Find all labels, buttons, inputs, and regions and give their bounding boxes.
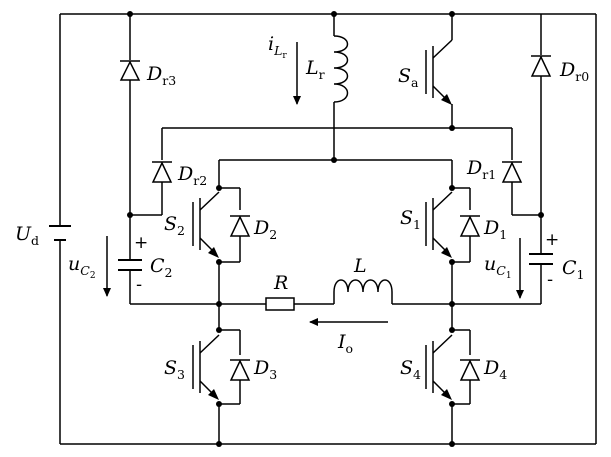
wires [59,13,597,445]
resistor-r [265,297,295,311]
c2-minus-sign: - [136,275,142,295]
label-uc2: uC2 [68,253,96,281]
label-dr1: Dr1 [466,157,496,182]
label-c1: C1 [562,257,585,282]
diode-d4 [459,359,481,381]
label-dr3: Dr3 [146,63,176,88]
dc-source-ud [49,225,71,241]
label-io: Io [337,331,353,356]
label-lr: Lr [305,57,325,82]
igbt-s2 [192,191,220,258]
c1-plus-sign: + [545,230,559,250]
diode-d1 [459,215,481,237]
igbt-s4 [425,334,453,400]
c2-plus-sign: + [134,233,148,253]
capacitor-c1 [529,253,553,265]
label-s1: S1 [400,207,421,232]
diode-d2 [229,215,251,237]
label-ud: Ud [15,223,39,248]
capacitor-c2 [118,259,142,271]
diode-d3 [229,359,251,381]
label-d4: D4 [483,357,507,382]
label-s2: S2 [164,213,185,238]
label-s4: S4 [400,357,421,382]
label-d2: D2 [253,217,277,242]
arrows [103,42,524,326]
diode-dr3 [119,60,141,81]
igbt-sa [425,36,453,108]
label-dr2: Dr2 [177,163,207,188]
inductor-l [333,279,393,304]
igbt-s3 [192,334,220,400]
labels: Ud Dr3 iLr Lr Sa Dr0 Dr2 Dr1 S2 D2 S1 D1… [15,33,589,382]
label-d1: D1 [483,217,507,242]
label-uc1: uC1 [484,253,512,281]
diode-dr2 [151,161,173,183]
label-d3: D3 [253,357,277,382]
junction-dots [127,11,544,447]
label-r: R [273,272,288,294]
diode-dr1 [501,161,523,183]
c1-minus-sign: - [547,270,553,290]
label-l: L [353,255,367,277]
label-dr0: Dr0 [559,59,589,84]
inductor-lr [333,35,349,103]
igbt-s1 [425,191,453,258]
label-sa: Sa [398,65,419,90]
label-s3: S3 [164,357,185,382]
diode-dr0 [530,55,552,77]
label-c2: C2 [150,255,173,280]
label-ilr: iLr [268,33,287,61]
